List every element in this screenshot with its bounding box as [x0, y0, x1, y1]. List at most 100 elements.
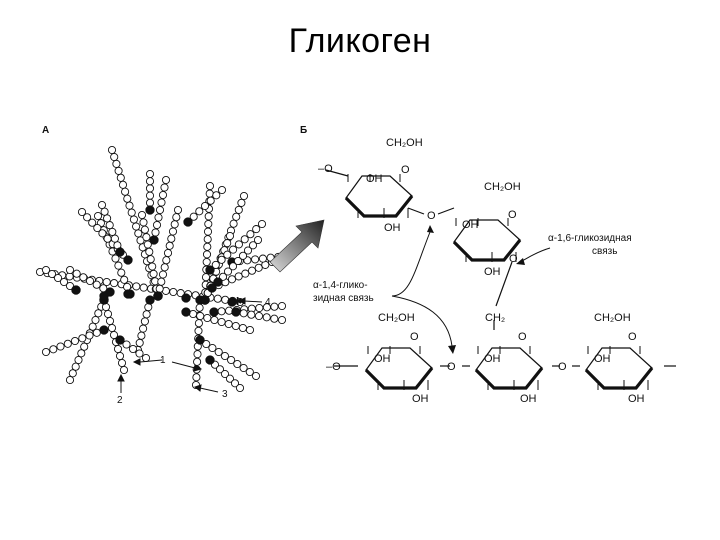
glucose-residue — [111, 254, 120, 263]
glucose-residue — [257, 219, 267, 229]
glucose-residue — [247, 266, 257, 275]
glycogen-branch-tree: ✱ — [35, 145, 291, 393]
glucose-residue — [217, 307, 226, 316]
ring3-oh-bottom: OH — [412, 393, 429, 405]
glucose-residue — [142, 310, 151, 319]
glucose-residue — [163, 248, 173, 258]
ring4-oh-left: OH — [484, 353, 501, 365]
glucose-residue — [114, 166, 123, 175]
glucose-residue — [91, 315, 100, 325]
glucose-residue — [169, 287, 178, 297]
glucose-residue — [195, 207, 204, 216]
glucose-residue — [146, 255, 155, 264]
glucose-residue — [270, 314, 279, 323]
glucose-residue — [262, 313, 271, 322]
glucose-residue — [213, 294, 222, 303]
glucose-residue — [204, 212, 213, 221]
branch-point — [153, 291, 163, 301]
glucose-residue — [246, 230, 255, 239]
slide-title: Гликоген — [288, 22, 432, 60]
branch-point — [195, 335, 205, 345]
glucose-residue — [239, 363, 248, 373]
glucose-residue — [78, 334, 87, 343]
alpha16-label-line2: связь — [592, 246, 617, 257]
glucose-residue — [132, 282, 141, 291]
glucose-ring-front-edge-1 — [344, 195, 414, 218]
glucose-residue — [135, 349, 144, 358]
branch-point — [123, 289, 133, 299]
ring4-ring-o: O — [518, 331, 527, 343]
ring2-oh-left: OH — [462, 219, 479, 231]
callout-2: 2 — [117, 395, 123, 406]
glucose-residue — [49, 345, 58, 354]
ring2-ch2oh: CH₂OH — [484, 181, 521, 193]
branch-point — [145, 205, 155, 215]
glucose-residue — [85, 331, 94, 340]
glucose-residue — [151, 228, 160, 237]
glucose-residue — [195, 303, 204, 312]
glucose-residue — [70, 336, 80, 346]
glucose-ring-front-edge-2 — [452, 239, 522, 262]
glucose-residue — [145, 191, 155, 200]
glucose-residue — [233, 359, 242, 369]
glucose-residue — [225, 374, 235, 383]
glucose-residue — [74, 355, 83, 365]
glucose-residue — [114, 261, 123, 270]
ring4-ch2: CH₂ — [485, 312, 505, 324]
glucose-ring-front-edge-5 — [584, 367, 654, 390]
glucose-residue — [202, 339, 211, 349]
glucose-residue — [94, 309, 103, 318]
glucose-residue — [162, 256, 171, 265]
glucose-residue — [107, 145, 117, 155]
glucose-residue — [234, 205, 243, 214]
callout-arrows — [117, 297, 263, 393]
ring5-ring-o: O — [628, 331, 637, 343]
glucose-residue — [97, 200, 107, 210]
glucose-residue — [112, 159, 121, 168]
branch-point — [200, 295, 210, 305]
glucose-residue — [223, 250, 232, 259]
branch-point — [231, 307, 241, 317]
glucose-residue — [217, 185, 227, 195]
glucose-residue — [41, 265, 51, 275]
glucose-residue — [160, 263, 169, 272]
glucose-residue — [141, 353, 151, 363]
glucose-residue — [223, 267, 233, 276]
glucose-residue — [154, 213, 163, 222]
glucose-residue — [63, 339, 72, 348]
glucose-residue — [238, 251, 248, 260]
callout-1: 1 — [160, 355, 166, 366]
ring3-chain-end: –O — [326, 361, 341, 373]
glucose-residue — [59, 277, 69, 287]
ring1-link-o: O — [427, 210, 436, 222]
glucose-residue — [227, 275, 237, 284]
glucose-residue — [139, 218, 148, 227]
glucose-residue — [155, 284, 164, 293]
glucose-residue — [144, 303, 153, 312]
ring2-ring-o: O — [508, 209, 517, 221]
glucose-residue — [203, 235, 212, 244]
glucose-residue — [148, 262, 157, 271]
glucose-residue — [202, 257, 211, 267]
glucose-residue — [121, 187, 130, 196]
glucose-residue — [224, 319, 233, 329]
glucose-residue — [227, 355, 236, 365]
glucose-residue — [204, 219, 213, 229]
glucose-residue — [173, 205, 183, 215]
branch-point — [213, 277, 223, 287]
glucose-residue — [88, 322, 97, 331]
glucose-residue — [193, 357, 202, 366]
glucose-residue — [241, 269, 250, 278]
branch-point — [115, 335, 125, 345]
glucose-residue — [118, 180, 128, 189]
ring3-ch2oh: CH₂OH — [378, 312, 415, 324]
glucose-residue — [134, 229, 143, 238]
glucose-residue — [158, 270, 168, 279]
glucose-residue — [270, 302, 279, 311]
glucose-residue — [145, 169, 155, 179]
glucose-residue — [229, 245, 238, 254]
glucose-ring-front-edge-3 — [364, 367, 434, 390]
glucose-residue — [243, 246, 253, 255]
glucose-residue — [83, 213, 92, 222]
